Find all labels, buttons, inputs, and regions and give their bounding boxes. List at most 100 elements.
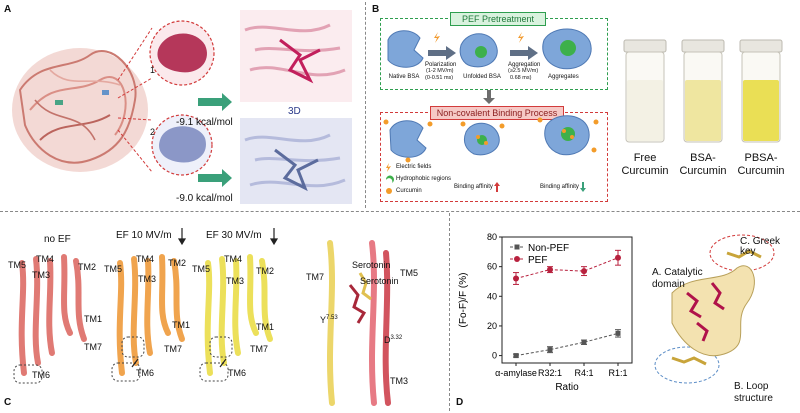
y-axis-label: (Fo-F)/F (%) <box>458 273 469 328</box>
tm4-c: TM4 <box>224 254 242 264</box>
energy-2-label: -9.0 kcal/mol <box>176 193 233 204</box>
aggregation-field: (≥2.5 MV/m) <box>508 68 539 74</box>
legend-marker <box>514 244 520 250</box>
legend-label: PEF <box>528 255 547 266</box>
tm6-b: TM6 <box>136 368 154 378</box>
vial-1-caption: Free Curcumin <box>620 152 670 177</box>
plot-frame <box>501 236 633 364</box>
vial-3-line2: Curcumin <box>737 164 785 177</box>
binding-title: Non-covalent Binding Process <box>430 106 564 120</box>
vial-3-line1: PBSA- <box>744 152 778 164</box>
tm3-c: TM3 <box>226 276 244 286</box>
tm4-b: TM4 <box>136 254 154 264</box>
tm5-c: TM5 <box>192 264 210 274</box>
tm6-a: TM6 <box>32 370 50 380</box>
aggregation-time: 0.68 ms) <box>510 75 532 81</box>
native-bsa-label: Native BSA <box>388 74 420 80</box>
tm7-d: TM7 <box>306 272 324 282</box>
residue-y-number: 7.53 <box>326 315 338 321</box>
cond-ef-30: EF 30 MV/m <box>206 230 262 241</box>
x-axis-label: Ratio <box>555 382 579 393</box>
view-3d-label: 3D <box>288 106 301 117</box>
polarization-label: Polarization <box>425 62 457 68</box>
pretreatment-title: PEF Pretreatment <box>450 12 546 26</box>
data-point <box>547 347 553 353</box>
legend-hydrophobic: Hydrophobic regions <box>396 176 452 182</box>
unfolded-bsa-label: Unfolded BSA <box>463 74 501 80</box>
catalytic-domain-label: A. Catalytic domain <box>652 267 703 290</box>
protein-ribbon <box>12 48 148 172</box>
binding-affinity-2: Binding affinity <box>540 184 579 190</box>
x-tick-label: α-amylase <box>495 368 537 378</box>
site-2-label: 2 <box>150 127 156 137</box>
vial-2-line2: Curcumin <box>679 164 727 177</box>
helices-no-ef <box>18 254 87 376</box>
tm7-a: TM7 <box>84 342 102 352</box>
panel-b-art <box>383 28 783 194</box>
tm1-c: TM1 <box>256 322 274 332</box>
panel-a-art <box>12 10 352 204</box>
aggregates-label: Aggregates <box>548 74 579 80</box>
tm5-b: TM5 <box>104 264 122 274</box>
tm1-b: TM1 <box>172 320 190 330</box>
tm5-a: TM5 <box>8 260 26 270</box>
data-point <box>547 266 553 273</box>
legend-electric: Electric fields <box>396 164 432 170</box>
residue-y: Y7.53 <box>320 315 338 325</box>
cond-ef-10: EF 10 MV/m <box>116 230 172 241</box>
data-point <box>513 275 519 282</box>
serotonin-1: Serotonin <box>352 260 391 270</box>
divider-cd <box>449 213 450 411</box>
x-tick-label: R1:1 <box>608 368 627 378</box>
amylase-structure <box>654 234 775 384</box>
tm3-a: TM3 <box>32 270 50 280</box>
panel-c: C <box>0 213 448 413</box>
divider-ab <box>365 2 366 208</box>
cond-no-ef: no EF <box>44 234 71 245</box>
x-tick-label: R32:1 <box>538 368 562 378</box>
data-point <box>581 339 587 345</box>
residue-d: D3.32 <box>384 335 402 345</box>
vial-1-line1: Free <box>633 152 657 164</box>
greek-key-label: C. Greek key <box>740 236 781 257</box>
divider-top <box>0 211 800 212</box>
vial-3-caption: PBSA- Curcumin <box>736 152 786 177</box>
helices-ef-30 <box>204 254 273 376</box>
tm3-b: TM3 <box>138 274 156 284</box>
y-tick-label: 80 <box>487 232 497 242</box>
series-line <box>515 257 619 279</box>
vial-1-line2: Curcumin <box>621 164 669 177</box>
polarization-time: (0-0.51 ms) <box>425 75 454 81</box>
loop-structure-label: B. Loop structure <box>734 381 773 404</box>
tm3-d: TM3 <box>390 376 408 386</box>
tm7-b: TM7 <box>164 344 182 354</box>
helices-overlay <box>327 240 391 406</box>
legend-label: Non-PEF <box>528 243 569 254</box>
panel-c-label: C <box>4 397 12 408</box>
y-tick-label: 60 <box>487 262 497 272</box>
tm6-c: TM6 <box>228 368 246 378</box>
data-point <box>513 353 519 359</box>
data-point <box>615 330 621 336</box>
vial-2-line1: BSA- <box>690 152 716 164</box>
residue-d-letter: D <box>384 335 391 345</box>
vial-2-caption: BSA- Curcumin <box>678 152 728 177</box>
vials <box>623 39 783 143</box>
data-point <box>581 268 587 275</box>
x-tick-label: R4:1 <box>574 368 593 378</box>
helices-ef-10 <box>116 254 185 376</box>
tm2-c: TM2 <box>256 266 274 276</box>
residue-d-number: 3.32 <box>390 335 403 341</box>
energy-1-label: -9.1 kcal/mol <box>176 117 233 128</box>
panel-a: A 1 2 -9.1 kcal/mol <box>0 0 362 208</box>
y-tick-label: 40 <box>487 291 497 301</box>
series-line <box>515 332 619 357</box>
y-tick-label: 0 <box>492 351 497 361</box>
panel-b: B PEF Pretreatment Non-covalent Binding … <box>368 0 800 208</box>
tm1-a: TM1 <box>84 314 102 324</box>
tm2-b: TM2 <box>168 258 186 268</box>
legend-curcumin: Curcumin <box>396 188 422 194</box>
aggregation-label: Aggregation <box>508 62 541 68</box>
y-tick-label: 20 <box>487 321 497 331</box>
